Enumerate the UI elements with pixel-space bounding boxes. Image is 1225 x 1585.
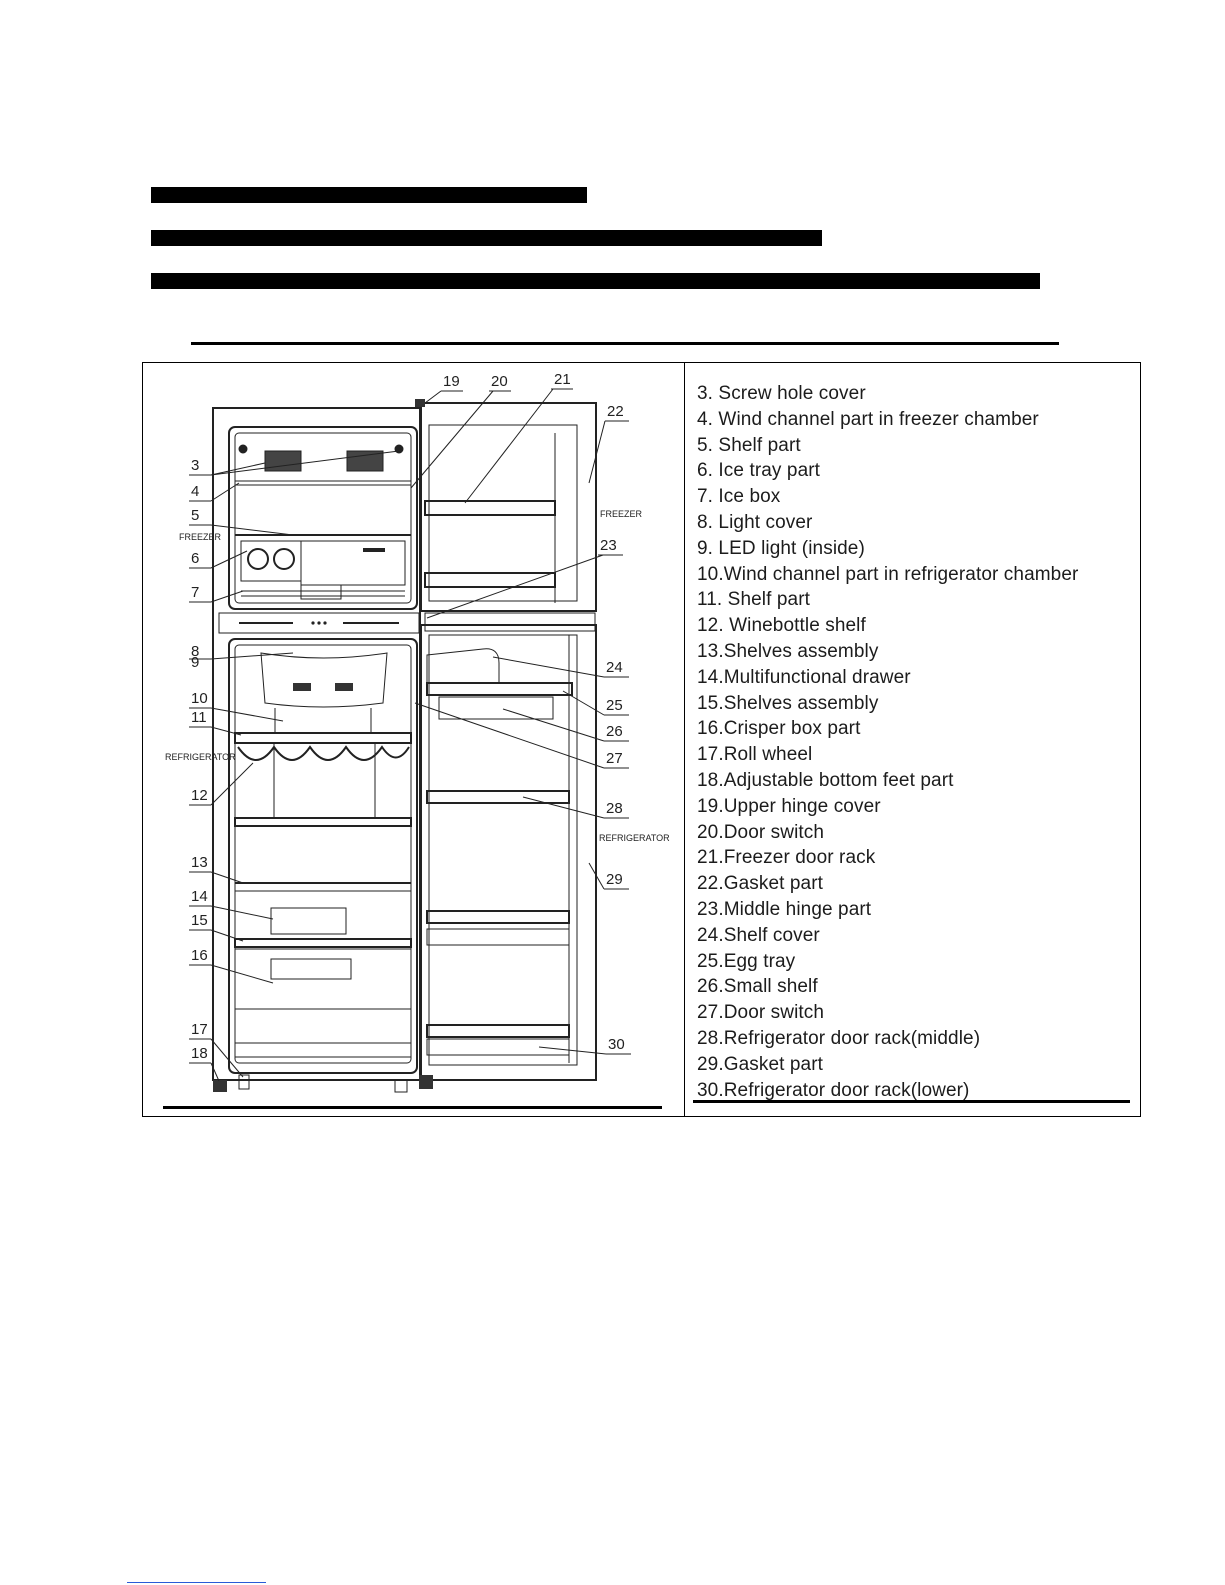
callout-16: 16 [191,947,208,964]
part-item: 3. Screw hole cover [697,383,866,404]
callout-20: 20 [491,373,508,390]
section-rule [191,342,1059,345]
part-item: 28.Refrigerator door rack(middle) [697,1027,981,1049]
redacted-heading-line-2 [151,230,822,246]
part-item: 17.Roll wheel [697,744,813,766]
part-item: 15.Shelves assembly [697,692,879,714]
freezer-label-right: FREEZER [600,509,643,519]
callout-19: 19 [443,373,460,390]
callout-18: 18 [191,1045,208,1062]
part-item: 14.Multifunctional drawer [697,666,911,688]
fridge-body [212,407,421,1093]
part-item: 6. Ice tray part [697,460,821,482]
callout-25: 25 [606,697,623,714]
callout-22: 22 [607,403,624,420]
figure-frame [142,362,1141,1117]
part-item: 13.Shelves assembly [697,640,879,662]
redacted-heading-line-3 [151,273,1040,289]
part-item: 11. Shelf part [697,589,811,611]
callout-3: 3 [191,457,199,474]
part-item: 20.Door switch [697,821,825,843]
callout-23: 23 [600,537,617,554]
part-item: 26.Small shelf [697,976,818,998]
part-item: 8. Light cover [697,511,813,533]
callout-10: 10 [191,690,208,707]
refrigerator-label-right: REFRIGERATOR [599,833,670,843]
callout-14: 14 [191,888,208,905]
part-item: 5. Shelf part [697,434,801,456]
callout-17: 17 [191,1021,208,1038]
part-item: 24.Shelf cover [697,924,820,946]
callout-15: 15 [191,912,208,929]
part-item: 22.Gasket part [697,873,824,895]
callout-28: 28 [606,800,623,817]
callout-29: 29 [606,871,623,888]
callout-26: 26 [606,723,623,740]
fridge-doors [415,399,597,1089]
part-item: 30.Refrigerator door rack(lower) [697,1079,970,1101]
parts-list-underline [693,1100,1130,1103]
callout-11: 11 [191,709,207,726]
callout-27: 27 [606,750,623,767]
callout-6: 6 [191,550,199,567]
part-item: 12. Winebottle shelf [697,615,866,637]
part-item: 18.Adjustable bottom feet part [697,769,954,791]
callouts: 19 20 21 22 3 4 5 6 7 23 8 9 24 25 10 11… [189,371,631,1082]
part-item: 27.Door switch [697,1002,825,1024]
figure-divider [684,362,685,1117]
callout-12: 12 [191,787,208,804]
part-item: 19.Upper hinge cover [697,795,881,817]
part-item: 16.Crisper box part [697,718,861,740]
part-item: 23.Middle hinge part [697,898,872,920]
part-item: 7. Ice box [697,486,781,508]
part-item: 10.Wind channel part in refrigerator cha… [697,563,1079,585]
callout-8: 8 [191,643,199,660]
refrigerator-diagram: FREEZER REFRIGERATOR FREEZER REFRIGERATO… [165,371,670,1093]
footnote-separator [127,1582,266,1583]
callout-5: 5 [191,507,199,524]
part-item: 29.Gasket part [697,1053,824,1075]
refrigerator-label-left: REFRIGERATOR [165,752,236,762]
diagram-underline [163,1106,662,1109]
callout-13: 13 [191,854,208,871]
part-item: 25.Egg tray [697,950,796,972]
part-item: 4. Wind channel part in freezer chamber [697,408,1039,430]
parts-list: 3. Screw hole cover 4. Wind channel part… [697,381,1137,1103]
part-item: 9. LED light (inside) [697,537,865,559]
callout-21: 21 [554,371,571,388]
callout-7: 7 [191,584,199,601]
part-item: 21.Freezer door rack [697,847,876,869]
callout-4: 4 [191,483,199,500]
freezer-label-left: FREEZER [179,532,222,542]
redacted-heading-line-1 [151,187,587,203]
callout-9: 9 [191,654,199,671]
callout-24: 24 [606,659,623,676]
callout-30: 30 [608,1036,625,1053]
